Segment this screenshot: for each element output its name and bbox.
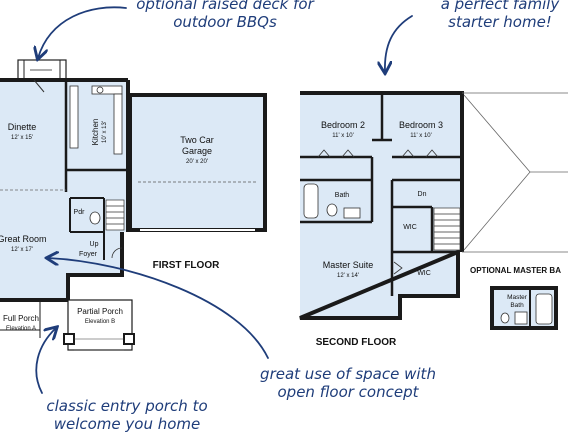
second-floor-plan xyxy=(299,91,568,320)
great-room-dims: 12' x 17' xyxy=(11,247,33,253)
first-floor-plan xyxy=(0,59,267,351)
garage-dims: 20' x 20' xyxy=(186,159,208,165)
second-floor-labels: Bedroom 2 11' x 10' Bedroom 3 11' x 10' … xyxy=(316,120,443,348)
bath-label: Bath xyxy=(335,192,350,199)
annotation-entry-line2: welcome you home xyxy=(53,415,201,433)
annotation-space: great use of space with open floor conce… xyxy=(246,365,450,401)
kitchen-dims: 10' x 13' xyxy=(102,121,108,143)
second-floor-title: SECOND FLOOR xyxy=(316,337,397,348)
deck-arrow xyxy=(38,6,127,58)
annotation-deck-line1: optional raised deck for xyxy=(136,0,314,13)
garage-label-2: Garage xyxy=(182,146,212,156)
up-label: Up xyxy=(90,241,99,248)
annotation-entry: classic entry porch to welcome you home xyxy=(22,397,232,433)
foyer-label: Foyer xyxy=(79,251,98,258)
pdr-label: Pdr xyxy=(74,209,86,216)
bedroom2-dims: 11' x 10' xyxy=(332,133,354,139)
second-floor-fill xyxy=(300,93,462,318)
kitchen-label: Kitchen xyxy=(91,119,100,146)
annotation-entry-line1: classic entry porch to xyxy=(46,397,208,415)
dinette-dims: 12' x 15' xyxy=(11,135,33,141)
bedroom2-label: Bedroom 2 xyxy=(321,120,365,130)
first-floor-title: FIRST FLOOR xyxy=(153,260,220,271)
garage-room xyxy=(128,93,267,232)
annotation-family: a perfect family starter home! xyxy=(430,0,570,31)
first-floor-house-fill xyxy=(0,80,128,300)
family-arrow xyxy=(385,15,413,72)
great-room-label: Great Room xyxy=(0,234,47,244)
bedroom3-label: Bedroom 3 xyxy=(399,120,443,130)
space-arrow xyxy=(48,258,269,359)
partial-porch-elevation: Elevation B xyxy=(85,319,115,325)
annotation-space-line1: great use of space with xyxy=(260,365,436,383)
annotation-deck-line2: outdoor BBQs xyxy=(173,13,277,31)
entry-arrow xyxy=(35,328,56,394)
master-suite-dims: 12' x 14' xyxy=(337,273,359,279)
master-suite-label: Master Suite xyxy=(323,260,374,270)
master-bath-label-2: Bath xyxy=(510,302,524,309)
dinette-label: Dinette xyxy=(8,122,37,132)
annotation-family-line1: a perfect family xyxy=(440,0,560,13)
wic-label-1: WIC xyxy=(403,224,417,231)
full-porch-label: Full Porch xyxy=(3,314,39,323)
dn-label: Dn xyxy=(418,191,427,198)
partial-porch xyxy=(67,299,133,351)
master-bath-label-1: Master xyxy=(507,294,528,301)
annotation-arrows xyxy=(35,6,413,394)
annotation-family-line2: starter home! xyxy=(448,13,552,31)
optional-master-bath: OPTIONAL MASTER BA Master Bath xyxy=(470,266,561,330)
annotation-deck: optional raised deck for outdoor BBQs xyxy=(120,0,330,31)
bedroom3-dims: 11' x 10' xyxy=(410,133,432,139)
annotation-space-line2: open floor concept xyxy=(277,383,419,401)
partial-porch-label: Partial Porch xyxy=(77,307,123,316)
optional-master-bath-title: OPTIONAL MASTER BA xyxy=(470,266,561,275)
wic-label-2: WIC xyxy=(417,270,431,277)
full-porch-elevation: Elevation A xyxy=(6,326,36,332)
garage-label-1: Two Car xyxy=(180,135,214,145)
first-floor-labels: Dinette 12' x 15' Kitchen 10' x 13' Two … xyxy=(0,119,220,332)
